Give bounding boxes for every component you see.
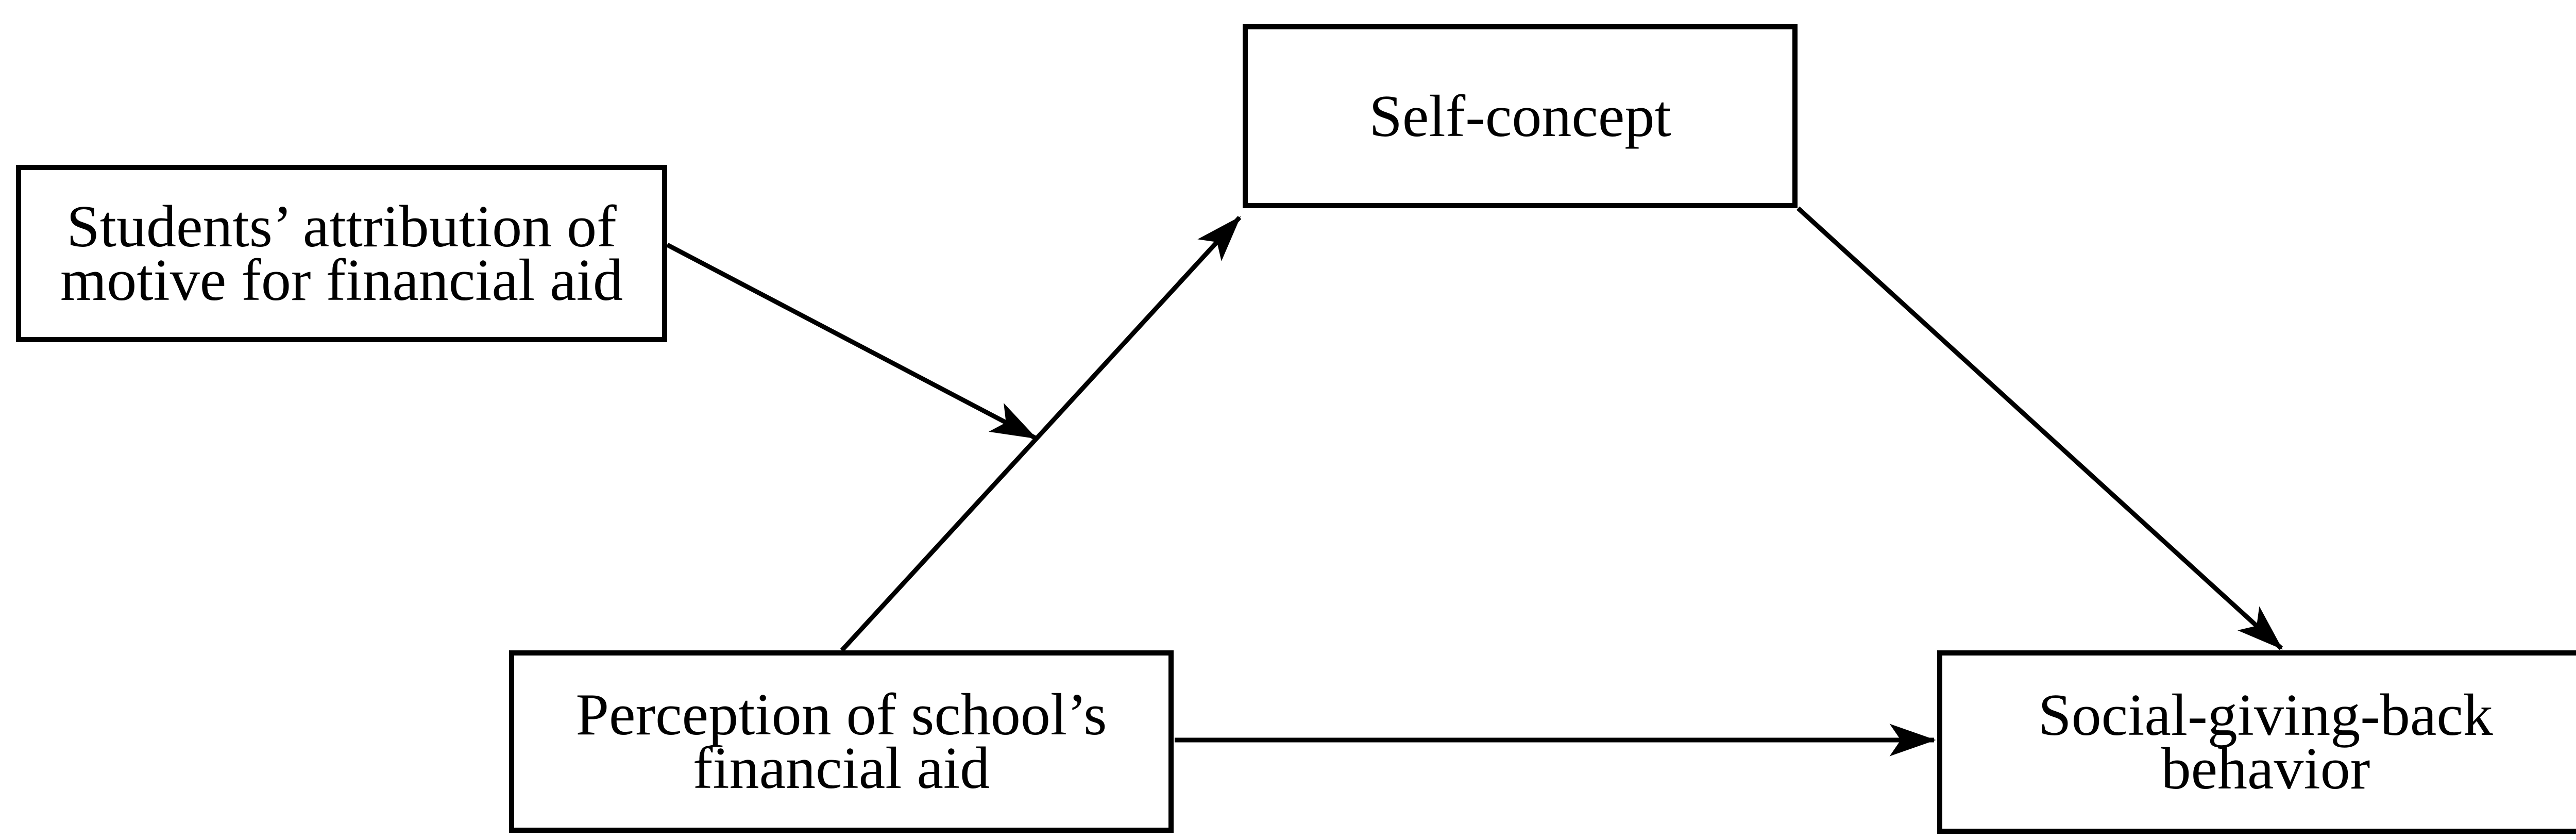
node-social-giving-back: Social-giving-back behavior	[1937, 650, 2576, 834]
node-self-concept: Self-concept	[1243, 24, 1798, 208]
node-students-attribution: Students’ attribution of motive for fina…	[16, 165, 667, 342]
node-perception-financial-aid: Perception of school’s financial aid	[509, 650, 1174, 833]
node-social-giving-back-label: Social-giving-back behavior	[2038, 682, 2493, 802]
arrow-self-concept-to-giving-back	[1796, 206, 2283, 650]
node-students-attribution-label: Students’ attribution of motive for fina…	[60, 194, 623, 313]
node-self-concept-label: Self-concept	[1369, 83, 1671, 149]
arrow-perception-to-self-concept	[840, 215, 1242, 652]
node-perception-financial-aid-label: Perception of school’s financial aid	[575, 682, 1107, 801]
arrow-attribution-to-mediation-path	[666, 243, 1038, 440]
